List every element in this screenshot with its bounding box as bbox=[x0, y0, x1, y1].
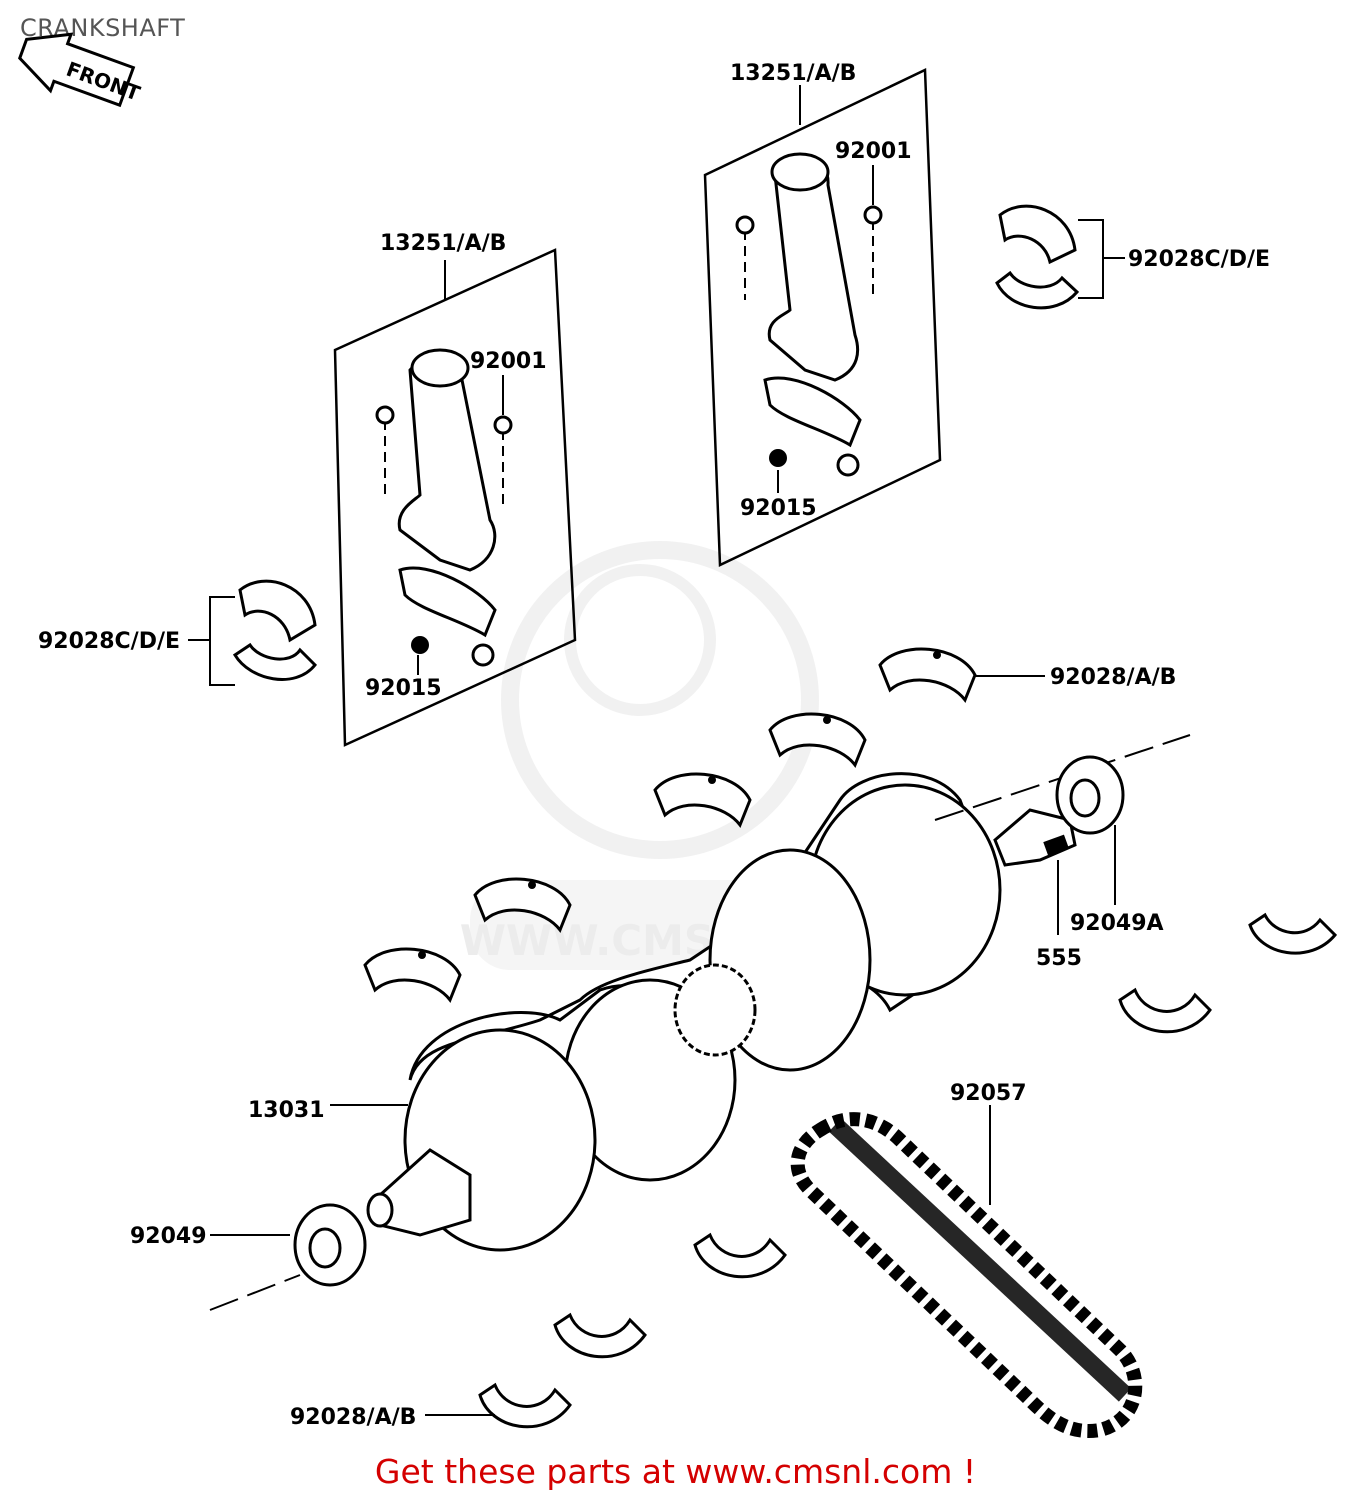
cam-chain: 92057 bbox=[790, 1081, 1143, 1438]
conrod-bearing-shells-right: 92028C/D/E bbox=[995, 204, 1270, 310]
front-direction-arrow: FRONT bbox=[18, 32, 144, 108]
oil-seal-left: 92049 bbox=[130, 1203, 367, 1311]
label-conrod-bearing-left: 92028C/D/E bbox=[38, 629, 180, 654]
label-bolt-left: 92001 bbox=[470, 349, 547, 374]
label-main-bearing-bottom: 92028/A/B bbox=[290, 1405, 416, 1430]
dowel-pin: 555 bbox=[1036, 834, 1082, 971]
label-conrod-assy-right: 13251/A/B bbox=[730, 61, 856, 86]
conrod-assembly-right: 13251/A/B 92001 92015 bbox=[703, 61, 942, 567]
label-main-bearing-top: 92028/A/B bbox=[1050, 665, 1176, 690]
label-conrod-assy-left: 13251/A/B bbox=[380, 231, 506, 256]
footer-cta[interactable]: Get these parts at www.cmsnl.com ! bbox=[0, 1452, 1351, 1491]
label-conrod-bearing-right: 92028C/D/E bbox=[1128, 247, 1270, 272]
conrod-bearing-shells-left: 92028C/D/E bbox=[38, 579, 318, 686]
label-oil-seal-right: 92049A bbox=[1070, 911, 1164, 936]
label-oil-seal-left: 92049 bbox=[130, 1224, 207, 1249]
main-bearing-lower-shells: 92028/A/B bbox=[290, 912, 1338, 1430]
oil-seal-right: 92049A bbox=[1055, 755, 1164, 936]
label-crankshaft: 13031 bbox=[248, 1098, 325, 1123]
exploded-view-drawing: WWW.CMSNL.COM FRONT 13251/A/B 92001 bbox=[18, 32, 1338, 1438]
label-bolt-right: 92001 bbox=[835, 139, 912, 164]
main-bearing-upper-shells: 92028/A/B bbox=[363, 647, 1176, 1004]
crankshaft: 13031 bbox=[248, 734, 1191, 1252]
label-nut-right: 92015 bbox=[740, 496, 817, 521]
footer-link-text[interactable]: Get these parts at www.cmsnl.com ! bbox=[374, 1452, 977, 1491]
conrod-assembly-left: 13251/A/B 92001 92015 bbox=[333, 231, 577, 747]
label-pin: 555 bbox=[1036, 946, 1082, 971]
label-cam-chain: 92057 bbox=[950, 1081, 1027, 1106]
label-nut-left: 92015 bbox=[365, 676, 442, 701]
